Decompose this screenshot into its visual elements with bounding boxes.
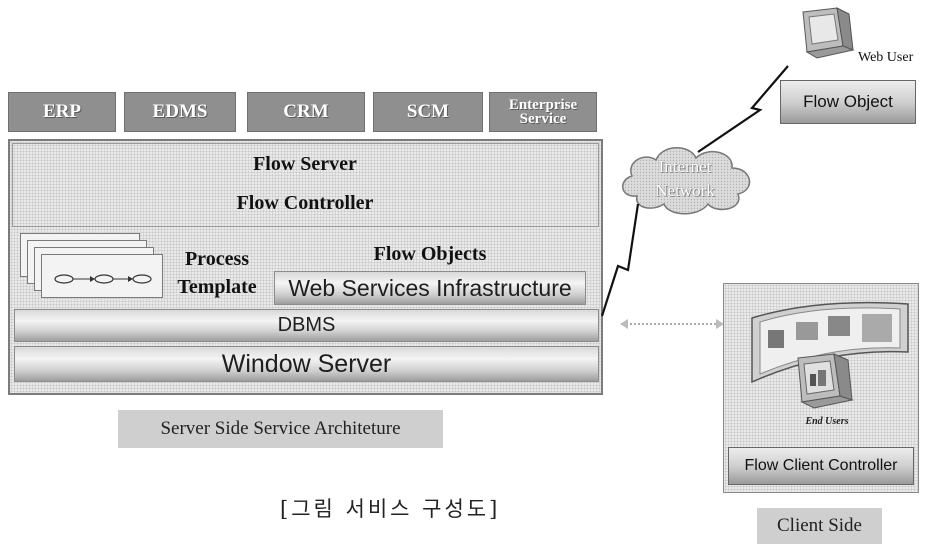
module-enterprise-service: Enterprise Service	[489, 92, 597, 132]
web-services-band: Web Services Infrastructure	[274, 271, 586, 305]
client-side-label-text: Client Side	[777, 515, 862, 536]
web-user-label: Web User	[858, 50, 914, 65]
server-side-label: Server Side Service Architeture	[118, 410, 443, 448]
module-erp-label: ERP	[43, 101, 81, 122]
cloud-icon	[622, 147, 751, 215]
figure-caption: [그림 서비스 구성도]	[280, 497, 501, 521]
flow-controller-label: Flow Controller	[236, 192, 374, 214]
module-enterprise-service-label: Enterprise Service	[508, 97, 578, 127]
end-user-computer-icon	[797, 353, 854, 409]
double-arrow-icon	[620, 319, 724, 329]
process-flow-icon	[54, 274, 152, 284]
flow-object-box: Flow Object	[780, 80, 916, 124]
dbms-band: DBMS	[14, 309, 599, 342]
server-side-label-text: Server Side Service Architeture	[160, 418, 401, 439]
dbms-label: DBMS	[277, 314, 336, 336]
web-user-computer-icon	[802, 7, 855, 59]
module-crm-label: CRM	[283, 101, 329, 122]
module-crm: CRM	[247, 92, 365, 132]
module-edms-label: EDMS	[152, 101, 208, 122]
flow-client-controller-box: Flow Client Controller	[728, 447, 914, 485]
module-edms: EDMS	[124, 92, 236, 132]
window-server-label: Window Server	[221, 349, 392, 378]
client-side-label: Client Side	[757, 508, 882, 544]
flow-objects-label: Flow Objects	[373, 243, 487, 265]
flow-object-label: Flow Object	[803, 92, 893, 111]
module-scm: SCM	[373, 92, 483, 132]
flow-server-label: Flow Server	[253, 153, 357, 175]
window-server-band: Window Server	[14, 346, 599, 382]
module-erp: ERP	[8, 92, 116, 132]
web-services-label: Web Services Infrastructure	[288, 274, 572, 301]
network-label: Internet Network	[655, 157, 715, 200]
flow-server-box	[12, 143, 599, 227]
curved-display-icon	[751, 301, 909, 384]
end-users-label: End Users	[805, 416, 849, 427]
process-card-front	[41, 254, 163, 298]
lightning-link-upper	[697, 65, 789, 153]
process-template-label: Process Template	[177, 248, 257, 298]
lightning-link-lower	[600, 203, 640, 317]
flow-client-controller-label: Flow Client Controller	[744, 457, 898, 474]
module-scm-label: SCM	[406, 101, 450, 122]
